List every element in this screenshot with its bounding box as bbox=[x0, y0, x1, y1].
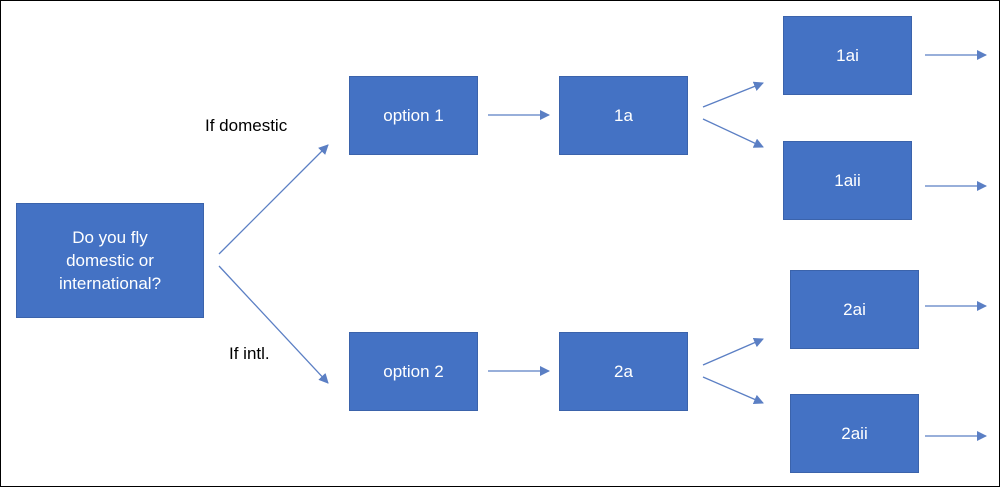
step-2a-box: 2a bbox=[559, 332, 688, 411]
leaf-2aii-box: 2aii bbox=[790, 394, 919, 473]
option-1-box: option 1 bbox=[349, 76, 478, 155]
root-question-line: domestic or bbox=[66, 251, 154, 270]
leaf-1aii-box: 1aii bbox=[783, 141, 912, 220]
arrow-root-to-option-2 bbox=[218, 265, 329, 384]
leaf-2ai-box: 2ai bbox=[790, 270, 919, 349]
root-question-line: international? bbox=[58, 274, 162, 293]
arrow-root-to-option-1 bbox=[218, 144, 329, 255]
root-question-box: Do you fly domestic or international? bbox=[16, 203, 204, 318]
arrow-1a-to-1ai bbox=[702, 81, 764, 108]
arrow-2a-to-2ai bbox=[702, 337, 764, 366]
edge-label-intl: If intl. bbox=[229, 344, 270, 363]
option-2-box: option 2 bbox=[349, 332, 478, 411]
arrow-1a-to-1aii bbox=[702, 118, 764, 148]
edge-label-domestic: If domestic bbox=[205, 116, 288, 135]
leaf-1ai-box: 1ai bbox=[783, 16, 912, 95]
root-question-text: Do you fly domestic or international? bbox=[30, 226, 190, 295]
arrow-2a-to-2aii bbox=[702, 376, 764, 405]
root-question-line: Do you fly bbox=[72, 228, 148, 247]
step-1a-box: 1a bbox=[559, 76, 688, 155]
